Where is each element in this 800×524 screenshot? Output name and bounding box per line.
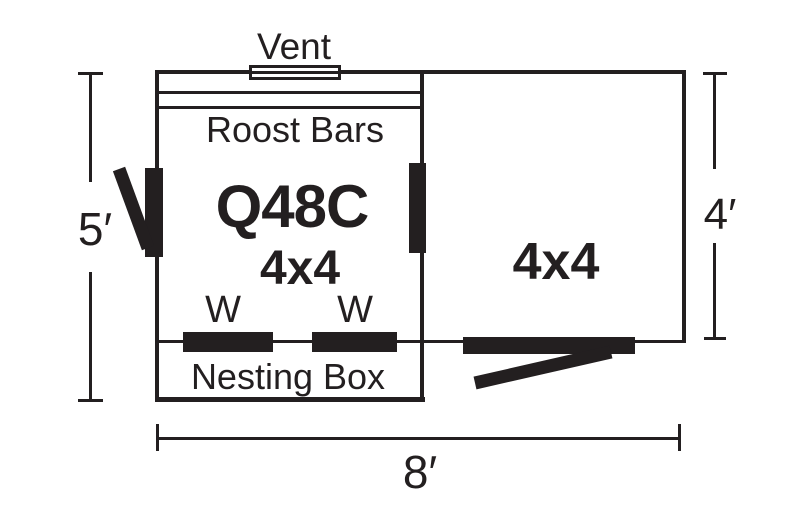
right-height-dimension-label: 4′ <box>703 190 737 239</box>
left-dimension-tick-bottom <box>78 399 103 402</box>
right-dimension-line-lower <box>713 243 716 340</box>
bottom-dimension-tick-left <box>156 424 159 451</box>
right-wall <box>682 70 686 343</box>
right-dimension-tick-bottom <box>704 337 726 340</box>
window-bar-1 <box>183 332 273 352</box>
bottom-dimension-line <box>157 437 681 440</box>
coop-size-label: 4x4 <box>259 242 341 295</box>
roost-bar-line-2 <box>157 106 421 109</box>
vent-label: Vent <box>256 26 332 67</box>
pop-door-bar <box>409 163 426 253</box>
run-door-swing <box>473 345 613 390</box>
roost-bar-line-1 <box>157 91 421 94</box>
run-size-label: 4x4 <box>512 233 600 291</box>
vent-middle-line <box>252 71 338 74</box>
vent-box <box>249 65 341 80</box>
left-height-dimension-label: 5′ <box>77 203 113 255</box>
coop-door-swing <box>112 166 155 251</box>
nesting-box-divider-and-run-bottom-wall <box>155 340 686 343</box>
bottom-width-dimension-label: 8′ <box>402 446 438 498</box>
bottom-dimension-tick-right <box>678 424 681 451</box>
left-dimension-tick-top <box>78 72 103 75</box>
roost-bars-label: Roost Bars <box>205 109 385 150</box>
right-dimension-line-upper <box>713 73 716 169</box>
nesting-box-bottom-wall <box>155 397 425 402</box>
model-label: Q48C <box>215 173 370 240</box>
left-dimension-line-upper <box>89 73 92 182</box>
nesting-box-label: Nesting Box <box>190 356 386 397</box>
window-1-label: W <box>205 289 241 331</box>
window-2-label: W <box>337 289 373 331</box>
right-dimension-tick-top <box>703 72 727 75</box>
left-dimension-line-lower <box>89 272 92 402</box>
window-bar-2 <box>312 332 397 352</box>
